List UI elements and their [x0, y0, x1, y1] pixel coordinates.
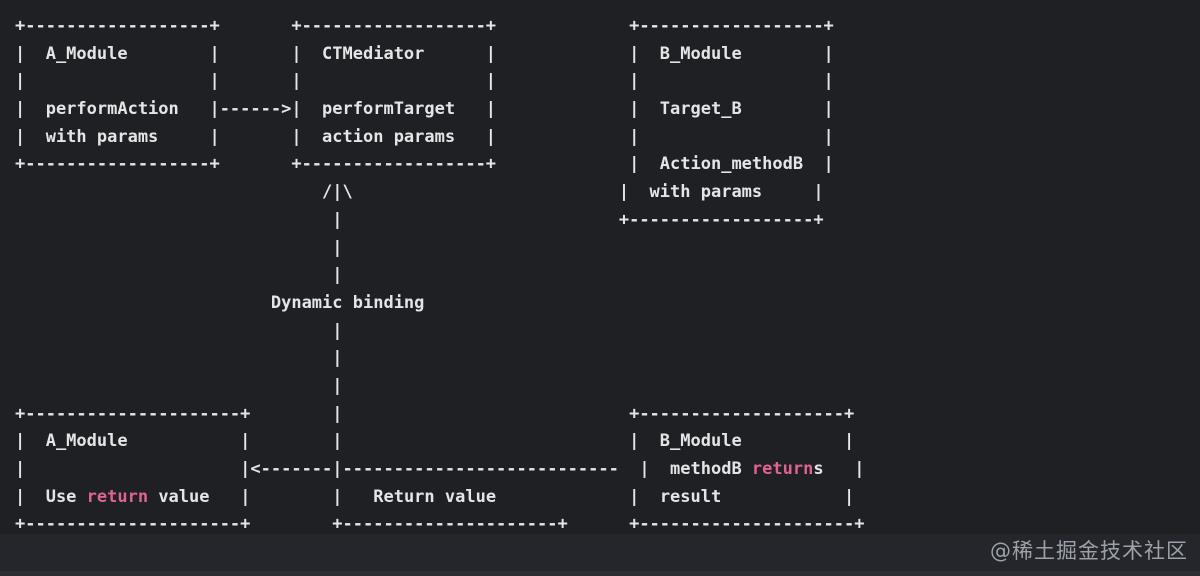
diagram-text-segment: | performAction |------>| performTarget … — [15, 99, 834, 120]
diagram-line: +---------------------+ +---------------… — [15, 511, 865, 539]
diagram-text-segment: | +------------------+ — [15, 209, 824, 230]
watermark-community-credit: @稀土掘金技术社区 — [990, 539, 1188, 563]
footer-band: @稀土掘金技术社区 — [0, 534, 1200, 576]
diagram-line: | — [15, 318, 865, 346]
diagram-text-segment: | — [15, 375, 343, 396]
diagram-line: | A_Module | | | B_Module | — [15, 428, 865, 456]
diagram-text-segment: | — [15, 348, 343, 369]
diagram-text-segment: | — [15, 265, 343, 286]
diagram-text-segment: | A_Module | | | B_Module | — [15, 431, 855, 452]
keyword-return: return — [86, 486, 149, 507]
diagram-line: | A_Module | | CTMediator | | B_Module | — [15, 41, 865, 69]
diagram-line: | — [15, 373, 865, 401]
diagram-text-segment: +------------------+ +------------------… — [15, 16, 834, 36]
diagram-line: +------------------+ +------------------… — [15, 151, 865, 179]
diagram-text-segment: | | | | | | — [15, 71, 834, 92]
bottom-edge-strip — [0, 571, 1200, 576]
diagram-text-segment: | — [15, 320, 343, 341]
diagram-line: /|\ | with params | — [15, 179, 865, 207]
diagram-text-segment: +---------------------+ | +-------------… — [15, 403, 855, 424]
diagram-line: | with params | | action params | | | — [15, 124, 865, 152]
diagram-line: | — [15, 262, 865, 290]
diagram-text-segment: | with params | | action params | | | — [15, 126, 834, 147]
diagram-text-segment: s | — [813, 459, 865, 479]
diagram-text-segment: Dynamic binding — [15, 292, 425, 313]
diagram-text-segment: | |<-------|--------------------------- … — [15, 459, 752, 479]
diagram-line: | |<-------|--------------------------- … — [15, 456, 865, 484]
diagram-text-segment: +---------------------+ +---------------… — [15, 514, 865, 535]
keyword-return: return — [751, 459, 814, 479]
diagram-line: | performAction |------>| performTarget … — [15, 96, 865, 124]
diagram-line: | — [15, 345, 865, 373]
diagram-line: | — [15, 235, 865, 263]
diagram-text-segment: /|\ | with params | — [15, 182, 824, 203]
ascii-architecture-diagram: +------------------+ +------------------… — [15, 13, 865, 539]
diagram-text-segment: | A_Module | | CTMediator | | B_Module | — [15, 43, 834, 64]
diagram-line: | +------------------+ — [15, 207, 865, 235]
diagram-line: +------------------+ +------------------… — [15, 13, 865, 41]
diagram-line: | | | | | | — [15, 68, 865, 96]
diagram-text-segment: value | | Return value | result | — [148, 486, 855, 507]
diagram-text-segment: | — [15, 237, 343, 258]
diagram-line: | Use return value | | Return value | re… — [15, 484, 865, 512]
diagram-text-segment: +------------------+ +------------------… — [15, 154, 834, 175]
diagram-text-segment: | Use — [15, 486, 87, 507]
diagram-line: +---------------------+ | +-------------… — [15, 401, 865, 429]
diagram-line: Dynamic binding — [15, 290, 865, 318]
